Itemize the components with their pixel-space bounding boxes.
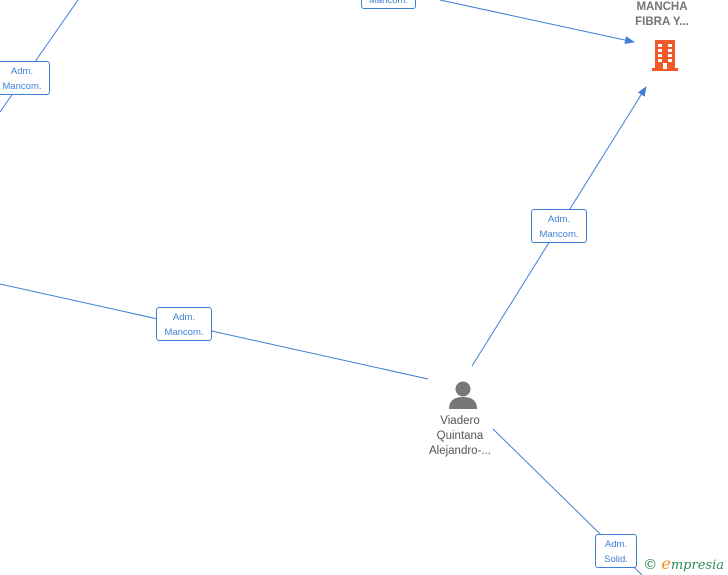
- company-node-label[interactable]: MANCHA FIBRA Y...: [612, 0, 712, 30]
- role-label-line1: Adm.: [604, 539, 628, 550]
- edge-top-to-company: [439, 0, 635, 45]
- edge-left-to-person: [0, 283, 429, 380]
- brand-rest: mpresia: [670, 558, 724, 573]
- building-icon[interactable]: [650, 38, 680, 72]
- role-label-line1: Adm.: [10, 66, 34, 77]
- role-label-line2: Mancom.: [539, 229, 579, 240]
- edge-left-top: [0, 0, 79, 113]
- company-name-line2: FIBRA Y...: [635, 16, 689, 28]
- role-label-line1: Adm.: [547, 214, 571, 225]
- person-icon[interactable]: [447, 380, 479, 410]
- role-label-line2: Mancom.: [368, 0, 409, 6]
- empresia-logo: © empresia: [643, 554, 724, 573]
- brand-e: e: [661, 554, 671, 573]
- role-label-line2: Mancom.: [164, 327, 204, 338]
- person-name-line3: Alejandro-...: [428, 445, 491, 457]
- copyright-symbol: ©: [643, 557, 658, 573]
- role-label-line2: Mancom.: [2, 81, 42, 92]
- role-label-line1: Adm.: [172, 312, 196, 323]
- company-name-line1: MANCHA: [636, 1, 688, 13]
- person-name-line2: Quintana: [436, 430, 484, 442]
- role-label-bottom[interactable]: Adm. Solid.: [595, 534, 637, 568]
- person-node-label[interactable]: Viadero Quintana Alejandro-...: [410, 414, 510, 459]
- role-label-person-company[interactable]: Adm. Mancom.: [531, 209, 587, 243]
- role-label-left-top[interactable]: Adm. Mancom.: [0, 61, 50, 95]
- role-label-left-middle[interactable]: Adm. Mancom.: [156, 307, 212, 341]
- role-label-top[interactable]: Mancom.: [361, 0, 416, 9]
- person-name-line1: Viadero: [440, 415, 480, 427]
- role-label-line2: Solid.: [604, 554, 628, 565]
